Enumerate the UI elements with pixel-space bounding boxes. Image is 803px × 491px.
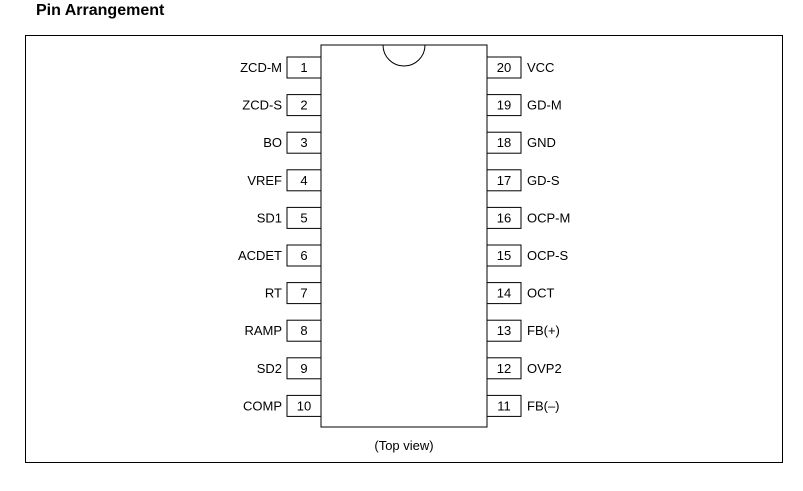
- pin-number: 8: [300, 323, 307, 338]
- pin-box: [286, 282, 322, 305]
- pin-name: OCP-M: [527, 210, 570, 225]
- pin-box: [286, 206, 322, 229]
- pin-6: 6 ACDET: [238, 244, 322, 267]
- pin-number: 13: [497, 323, 511, 338]
- pin-number: 19: [497, 98, 511, 113]
- pin-box: [486, 169, 522, 192]
- page-title: Pin Arrangement: [36, 2, 165, 19]
- pin-box: [286, 357, 322, 380]
- pin-1: 1 ZCD-M: [240, 56, 322, 79]
- pin-name: VREF: [247, 173, 282, 188]
- pin-name: SD1: [257, 210, 282, 225]
- pin-2: 2 ZCD-S: [242, 94, 322, 117]
- pin-box: [486, 94, 522, 117]
- pin-number: 14: [497, 286, 511, 301]
- pin-number: 6: [300, 248, 307, 263]
- pin-12: 12 OVP2: [486, 357, 562, 380]
- pin-name: GD-M: [527, 98, 562, 113]
- pin-name: OCT: [527, 286, 555, 301]
- pin-number: 17: [497, 173, 511, 188]
- pin-name: ZCD-S: [242, 98, 282, 113]
- pin-box: [286, 319, 322, 342]
- pin-name: BO: [263, 135, 282, 150]
- view-caption: (Top view): [374, 438, 433, 453]
- pin-box: [286, 169, 322, 192]
- pin-number: 16: [497, 210, 511, 225]
- pin-number: 5: [300, 210, 307, 225]
- pin-11: 11 FB(–): [486, 394, 560, 417]
- pin-box: [486, 244, 522, 267]
- pin-box: [286, 131, 322, 154]
- pin-name: GD-S: [527, 173, 560, 188]
- pin-name: COMP: [243, 398, 282, 413]
- right-pin-row: 20 VCC 19 GD-M 18 GND 17 GD-S 16 OCP-M 15 OCP-S 14 OC…: [486, 56, 570, 417]
- pin-number: 12: [497, 361, 511, 376]
- pin-name: OCP-S: [527, 248, 569, 263]
- pin-name: GND: [527, 135, 556, 150]
- pin-box: [486, 282, 522, 305]
- pin-5: 5 SD1: [257, 206, 322, 229]
- pin-name: FB(–): [527, 398, 560, 413]
- pin-10: 10 COMP: [243, 394, 322, 417]
- pin-box: [286, 94, 322, 117]
- pin-9: 9 SD2: [257, 357, 322, 380]
- pin-name: OVP2: [527, 361, 562, 376]
- pin-name: ZCD-M: [240, 60, 282, 75]
- pin-number: 20: [497, 60, 511, 75]
- pin-7: 7 RT: [265, 282, 322, 305]
- pin-14: 14 OCT: [486, 282, 555, 305]
- pin-number: 4: [300, 173, 307, 188]
- pin-box: [286, 56, 322, 79]
- pin-16: 16 OCP-M: [486, 206, 570, 229]
- pin-17: 17 GD-S: [486, 169, 560, 192]
- ic-package-body: [320, 44, 488, 428]
- pin-name: RT: [265, 286, 282, 301]
- pin-name: FB(+): [527, 323, 560, 338]
- left-pin-row: 1 ZCD-M 2 ZCD-S 3 BO 4 VREF 5 SD1 6 ACDET 7 RT 8 RAMP 9 S…: [238, 56, 322, 417]
- pin-box: [286, 244, 322, 267]
- pin-13: 13 FB(+): [486, 319, 560, 342]
- pin-box: [286, 394, 322, 417]
- pin-3: 3 BO: [263, 131, 322, 154]
- pin-box: [486, 319, 522, 342]
- pin-number: 9: [300, 361, 307, 376]
- pin-name: SD2: [257, 361, 282, 376]
- pin-box: [486, 394, 522, 417]
- pin-name: ACDET: [238, 248, 282, 263]
- pin-number: 3: [300, 135, 307, 150]
- pin-number: 2: [300, 98, 307, 113]
- pin-box: [486, 357, 522, 380]
- pin-number: 11: [497, 398, 511, 413]
- pin-box: [486, 206, 522, 229]
- pin-box: [486, 56, 522, 79]
- pin-15: 15 OCP-S: [486, 244, 569, 267]
- pin-number: 7: [300, 286, 307, 301]
- pin-name: VCC: [527, 60, 554, 75]
- pin-18: 18 GND: [486, 131, 556, 154]
- pin-box: [486, 131, 522, 154]
- pin-name: RAMP: [244, 323, 282, 338]
- pin-number: 10: [297, 398, 311, 413]
- pin-number: 18: [497, 135, 511, 150]
- pin-number: 1: [300, 60, 307, 75]
- pin-4: 4 VREF: [247, 169, 322, 192]
- pin-number: 15: [497, 248, 511, 263]
- diagram-frame: [25, 35, 783, 463]
- pin1-notch: [382, 44, 426, 67]
- pin-20: 20 VCC: [486, 56, 554, 79]
- pin-19: 19 GD-M: [486, 94, 562, 117]
- pin-8: 8 RAMP: [244, 319, 322, 342]
